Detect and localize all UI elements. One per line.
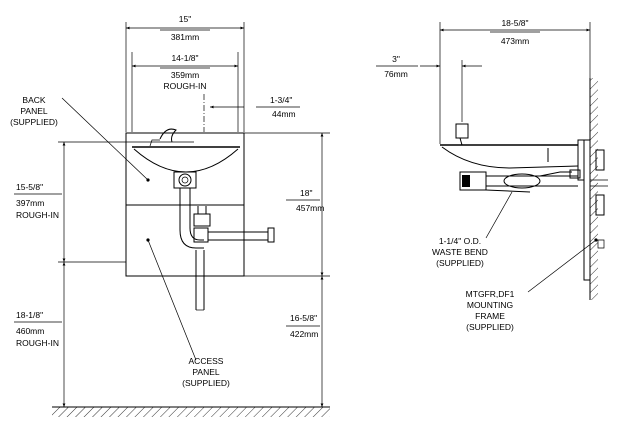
svg-text:PANEL: PANEL xyxy=(20,106,48,116)
supply-roughin-label: ROUGH-IN xyxy=(16,210,59,220)
svg-text:PANEL: PANEL xyxy=(192,367,220,377)
basin-side xyxy=(440,123,579,169)
back-panel-label: BACK PANEL (SUPPLIED) xyxy=(10,95,150,182)
access-panel-label: ACCESS PANEL (SUPPLIED) xyxy=(146,238,230,388)
svg-text:(SUPPLIED): (SUPPLIED) xyxy=(10,117,58,127)
supply-roughin-inches: 15-5/8" xyxy=(16,182,43,192)
svg-text:MOUNTING: MOUNTING xyxy=(467,300,513,310)
svg-text:WASTE BEND: WASTE BEND xyxy=(432,247,488,257)
svg-text:(SUPPLIED): (SUPPLIED) xyxy=(466,322,514,332)
front-view: 15" 381mm 14-1/8" 359mm ROUGH-IN 1-3/4" … xyxy=(10,14,330,417)
svg-text:(SUPPLIED): (SUPPLIED) xyxy=(182,378,230,388)
waste-piping xyxy=(179,188,275,311)
panel-height-inches: 18" xyxy=(300,188,312,198)
basin xyxy=(132,128,240,173)
bottom-height-mm: 422mm xyxy=(290,329,318,339)
supply-roughin-mm: 397mm xyxy=(16,198,44,208)
mounting-frame xyxy=(577,139,608,281)
depth-mm: 473mm xyxy=(501,36,529,46)
nozzle-inches: 3" xyxy=(392,54,400,64)
svg-text:BACK: BACK xyxy=(22,95,45,105)
nozzle-mm: 76mm xyxy=(384,69,408,79)
waste-bend-label: 1-1/4" O.D. WASTE BEND (SUPPLIED) xyxy=(432,191,513,268)
drain-fitting xyxy=(173,171,197,189)
roughin-width-inches: 14-1/8" xyxy=(171,53,198,63)
width-mm: 381mm xyxy=(171,32,199,42)
bottom-height-inches: 16-5/8" xyxy=(290,313,317,323)
floor-roughin-inches: 18-1/8" xyxy=(16,310,43,320)
wall xyxy=(589,78,598,300)
width-inches: 15" xyxy=(179,14,191,24)
floor xyxy=(52,406,330,417)
panel-height-mm: 457mm xyxy=(296,203,324,213)
roughin-width-mm: 359mm xyxy=(171,70,199,80)
offset-mm: 44mm xyxy=(272,109,296,119)
svg-text:(SUPPLIED): (SUPPLIED) xyxy=(436,258,484,268)
roughin-width-label: ROUGH-IN xyxy=(164,81,207,91)
svg-text:1-1/4" O.D.: 1-1/4" O.D. xyxy=(439,236,481,246)
depth-inches: 18-5/8" xyxy=(501,18,528,28)
floor-roughin-label: ROUGH-IN xyxy=(16,338,59,348)
svg-text:FRAME: FRAME xyxy=(475,311,505,321)
mounting-frame-label: MTGFR,DF1 MOUNTING FRAME (SUPPLIED) xyxy=(466,238,598,332)
svg-text:MTGFR,DF1: MTGFR,DF1 xyxy=(466,289,515,299)
floor-roughin-mm: 460mm xyxy=(16,326,44,336)
svg-text:ACCESS: ACCESS xyxy=(189,356,224,366)
under-basin-components xyxy=(459,169,581,193)
offset-inches: 1-3/4" xyxy=(270,95,292,105)
side-view: 18-5/8" 473mm 3" 76mm 1-1/4" O.D. WASTE … xyxy=(376,18,608,332)
